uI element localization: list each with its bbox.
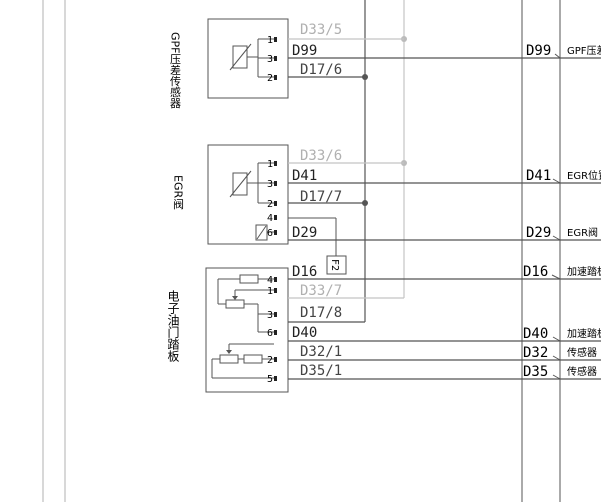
pin-icon — [274, 330, 277, 335]
ecu-connector-column: D99 D41 D29 D16 D40 D32 D35 — [523, 43, 551, 380]
ecu-function-label: EGR位置 — [567, 169, 601, 182]
pin-number: 3 — [267, 179, 273, 190]
fuse-label: F2 — [329, 259, 340, 271]
gpf-sensor: 1 3 2 GPF压差传感器 — [169, 18, 289, 109]
ecu-pin-label: D40 — [523, 326, 548, 342]
wire-label: D33/6 — [300, 148, 342, 164]
pin-number: 2 — [267, 199, 273, 210]
wire-label: D16 — [292, 264, 317, 280]
wire-label: D40 — [292, 325, 317, 341]
wire-label: D17/6 — [300, 62, 342, 78]
ecu-pin-label: D35 — [523, 364, 548, 380]
pin-icon — [274, 357, 277, 362]
pin-icon — [274, 75, 277, 80]
component-label: GPF压差传感器 — [169, 32, 182, 109]
variable-arrow-icon — [229, 43, 252, 71]
component-label: 电子油门踏板 — [166, 290, 180, 363]
ecu-function-label: EGR阀 — [567, 226, 598, 239]
resistor-icon — [232, 172, 248, 196]
ecu-pin-label: D29 — [526, 225, 551, 241]
wire-label: D99 — [292, 43, 317, 59]
pedal-sensor: 4 1 3 6 2 5 电子油门踏板 — [166, 267, 289, 393]
pin-icon — [274, 201, 277, 206]
ecu-function-label: GPF压差 — [567, 44, 601, 57]
pedal-box — [205, 267, 289, 393]
resistor-icon — [225, 299, 245, 309]
pin-number: 5 — [267, 374, 273, 385]
pin-number: 6 — [267, 328, 273, 339]
wire-label: D29 — [292, 225, 317, 241]
fuse-box — [326, 255, 347, 275]
pin-icon — [274, 376, 277, 381]
wire-label: D33/5 — [300, 22, 342, 38]
pin-icon — [274, 56, 277, 61]
pin-number: 1 — [267, 35, 273, 46]
ecu-pin-label: D16 — [523, 264, 548, 280]
ecu-function-label: 加速踏板 — [567, 327, 601, 340]
variable-arrow-icon — [229, 170, 252, 198]
wire-label: D17/7 — [300, 189, 342, 205]
wiper-arrow-icon — [226, 350, 232, 354]
resistor-icon — [243, 354, 263, 364]
ecu-function-label: 加速踏板 — [567, 265, 601, 278]
pin-icon — [274, 215, 277, 220]
ecu-pin-label: D99 — [526, 43, 551, 59]
pin-number: 1 — [267, 286, 273, 297]
pin-icon — [274, 181, 277, 186]
pin-number: 2 — [267, 355, 273, 366]
wire-label: D17/8 — [300, 305, 342, 321]
pin-icon — [274, 277, 277, 282]
ecu-pin-label: D32 — [523, 345, 548, 361]
egr-valve: 1 3 2 4 6 EGR阀 — [172, 144, 289, 245]
pin-number: 3 — [267, 310, 273, 321]
ecu-function-label: 传感器 — [567, 365, 597, 378]
egr-valve-box — [207, 144, 289, 245]
wire-label: D41 — [292, 168, 317, 184]
pin-number: 4 — [267, 213, 273, 224]
wiper-arrow-icon — [232, 296, 238, 300]
ecu-function-label: 传感器 — [567, 346, 597, 359]
wire-label: D35/1 — [300, 363, 342, 379]
pin-icon — [274, 288, 277, 293]
ecu-pin-label: D41 — [526, 168, 551, 184]
pin-icon — [274, 37, 277, 42]
wire-label: D33/7 — [300, 283, 342, 299]
wire-label: D32/1 — [300, 344, 342, 360]
pin-number: 4 — [267, 275, 273, 286]
component-label: EGR阀 — [172, 175, 185, 210]
pin-number: 3 — [267, 54, 273, 65]
pin-number: 6 — [267, 228, 273, 239]
resistor-icon — [239, 274, 259, 284]
pin-icon — [274, 312, 277, 317]
pin-icon — [274, 161, 277, 166]
resistor-icon — [219, 354, 239, 364]
pin-icon — [274, 230, 277, 235]
pin-number: 2 — [267, 73, 273, 84]
ecu-function-column: GPF压差 EGR位置 EGR阀 加速踏板 加速踏板 传感器 传感器 — [567, 44, 601, 378]
pin-number: 1 — [267, 159, 273, 170]
